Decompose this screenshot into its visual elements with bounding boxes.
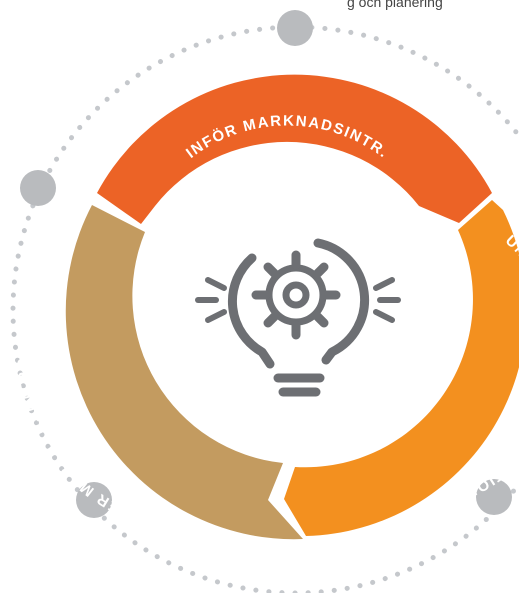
outer-dotted-ring: [10, 24, 519, 593]
lightbulb-gear-icon: [195, 238, 401, 397]
ring-node-bottom-right: [476, 479, 512, 515]
segment-during-launch: [284, 200, 519, 536]
ring-node-top: [277, 10, 313, 46]
segment-before-launch: [97, 74, 492, 224]
header-text-fragment: g och planering: [347, 0, 443, 10]
ring-node-bottom-left: [76, 482, 112, 518]
ring-node-left: [20, 170, 56, 206]
segment-after-launch: [65, 205, 303, 540]
